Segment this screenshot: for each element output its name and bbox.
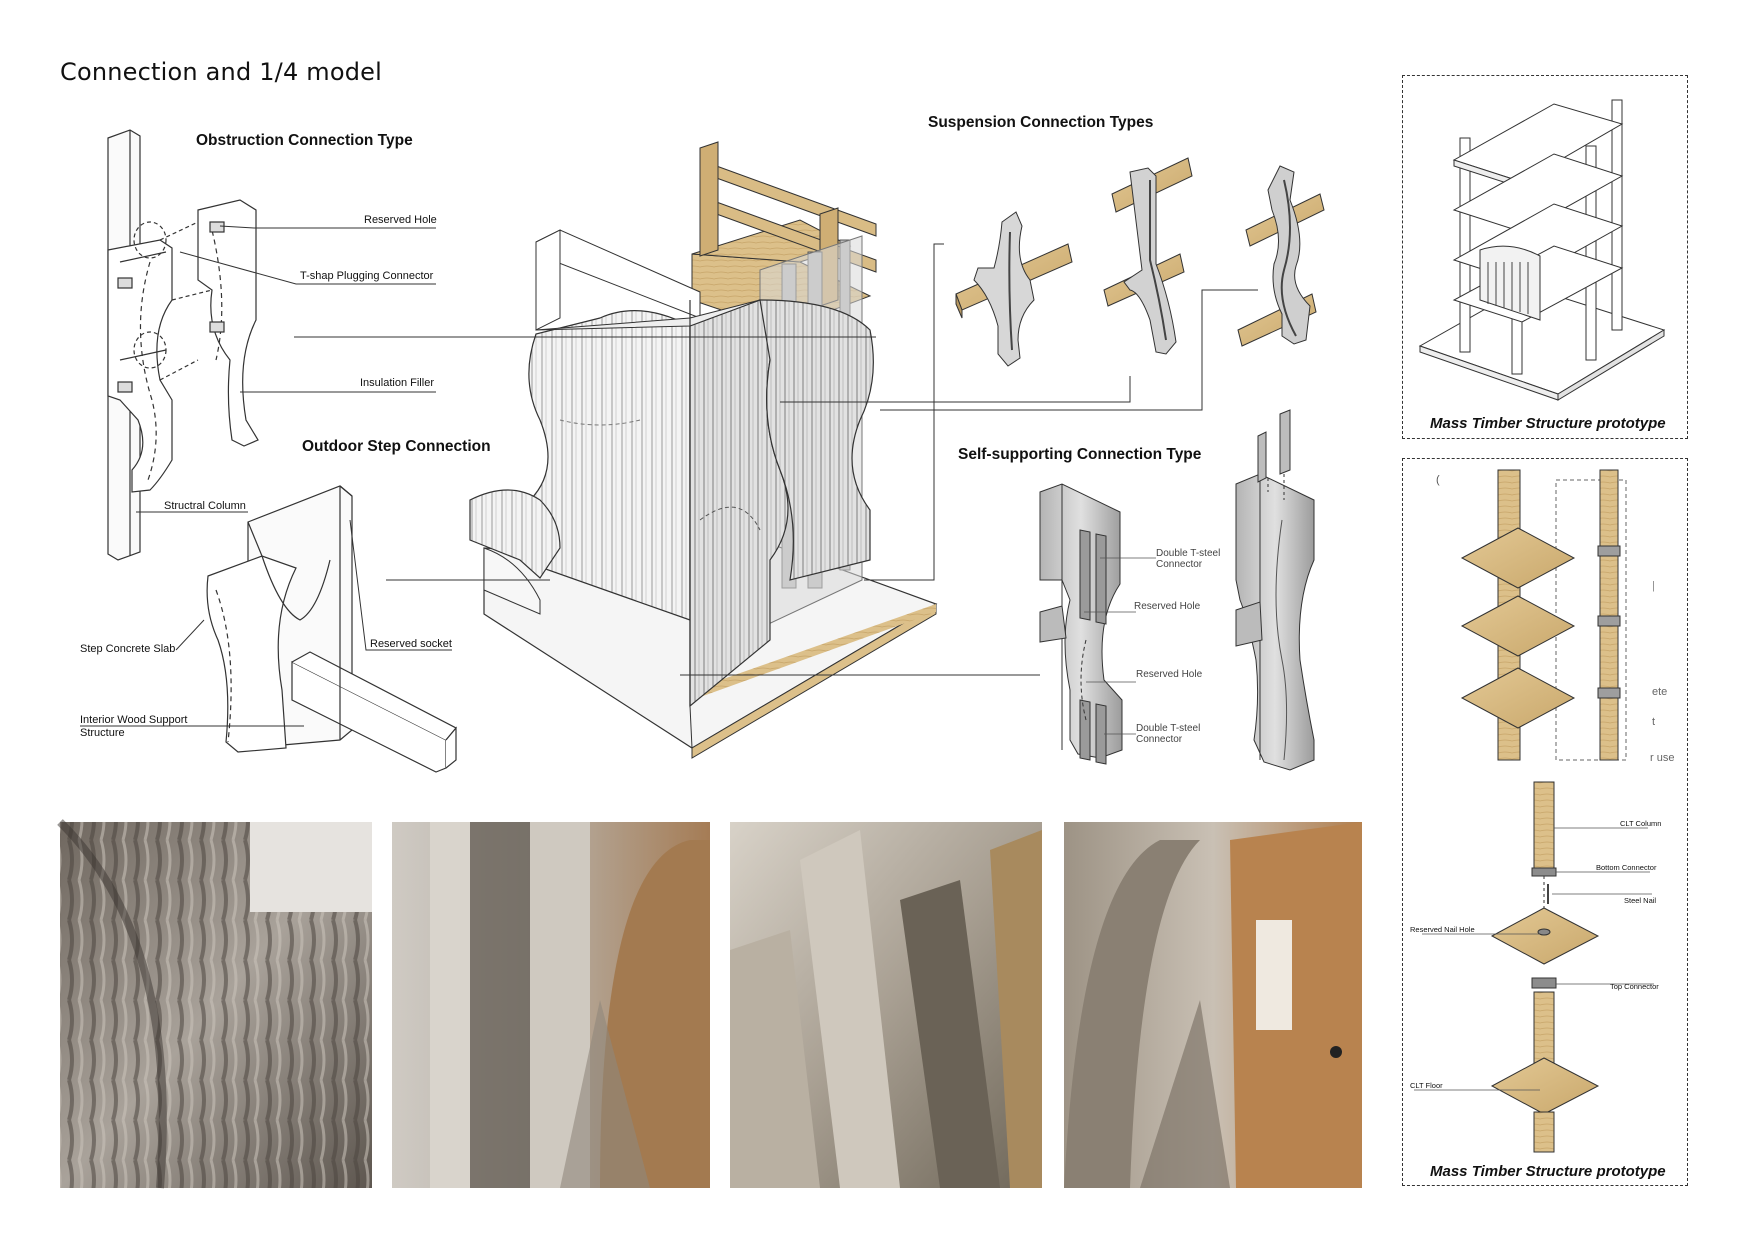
photo-1 <box>57 819 372 1189</box>
label-t-shap-connector: T-shap Plugging Connector <box>300 270 434 282</box>
photo-4 <box>1064 822 1362 1188</box>
fragment-r-use: r use <box>1650 752 1675 764</box>
outdoor-step-drawing <box>206 485 457 773</box>
prototype-top-drawing <box>1418 99 1666 401</box>
obstruction-drawing <box>107 129 259 561</box>
prototype-bottom-drawing <box>1460 469 1627 1153</box>
sheet-title: Connection and 1/4 model <box>60 58 382 86</box>
prototype-bottom-frame <box>1402 458 1688 1186</box>
obstruction-heading: Obstruction Connection Type <box>196 132 413 149</box>
self-supporting-heading: Self-supporting Connection Type <box>958 446 1202 463</box>
label-step-slab: Step Concrete Slab <box>80 643 176 655</box>
label-clt-column: CLT Column <box>1620 819 1662 828</box>
label-reserved-hole-2: Reserved Hole <box>1136 669 1203 680</box>
suspension-drawings <box>955 157 1325 367</box>
fragment-t: t <box>1652 716 1656 728</box>
prototype-bottom-leaders <box>1414 827 1654 1091</box>
photo-2 <box>392 822 710 1188</box>
prototype-bottom-caption: Mass Timber Structure prototype <box>1430 1163 1666 1180</box>
label-double-t-top-1: Double T-steel <box>1156 548 1221 559</box>
prototype-top-frame <box>1402 75 1688 439</box>
label-double-t-top-2: Connector <box>1156 559 1203 570</box>
obstruction-leaders <box>136 225 436 513</box>
label-interior-support-2: Structure <box>80 727 125 739</box>
fragment-paren: ( <box>1436 474 1440 486</box>
label-top-connector: Top Connector <box>1610 982 1659 991</box>
label-reserved-hole: Reserved Hole <box>364 214 437 226</box>
self-supporting-drawings <box>1039 409 1315 771</box>
label-structral-column: Structral Column <box>164 500 246 512</box>
outdoor-step-heading: Outdoor Step Connection <box>302 438 491 455</box>
outdoor-step-leaders <box>80 519 452 727</box>
label-insulation-filler: Insulation Filler <box>360 377 434 389</box>
fragment-ete: ete <box>1652 686 1668 698</box>
prototype-top-caption: Mass Timber Structure prototype <box>1430 415 1666 432</box>
model-leaders <box>294 243 1258 676</box>
central-model <box>469 141 938 759</box>
label-reserved-hole-1: Reserved Hole <box>1134 601 1201 612</box>
fragment-bar: | <box>1652 580 1655 592</box>
label-interior-support-1: Interior Wood Support <box>80 714 188 726</box>
self-supporting-leaders <box>1084 557 1156 735</box>
label-double-t-bottom-1: Double T-steel <box>1136 723 1201 734</box>
label-double-t-bottom-2: Connector <box>1136 734 1183 745</box>
label-clt-floor: CLT Floor <box>1410 1081 1443 1090</box>
photo-3 <box>730 822 1042 1188</box>
suspension-heading: Suspension Connection Types <box>928 114 1154 131</box>
label-reserved-nail-hole: Reserved Nail Hole <box>1410 925 1475 934</box>
label-steel-nail: Steel Nail <box>1624 896 1657 905</box>
label-reserved-socket: Reserved socket <box>370 638 452 650</box>
label-bottom-connector: Bottom Connector <box>1596 863 1657 872</box>
